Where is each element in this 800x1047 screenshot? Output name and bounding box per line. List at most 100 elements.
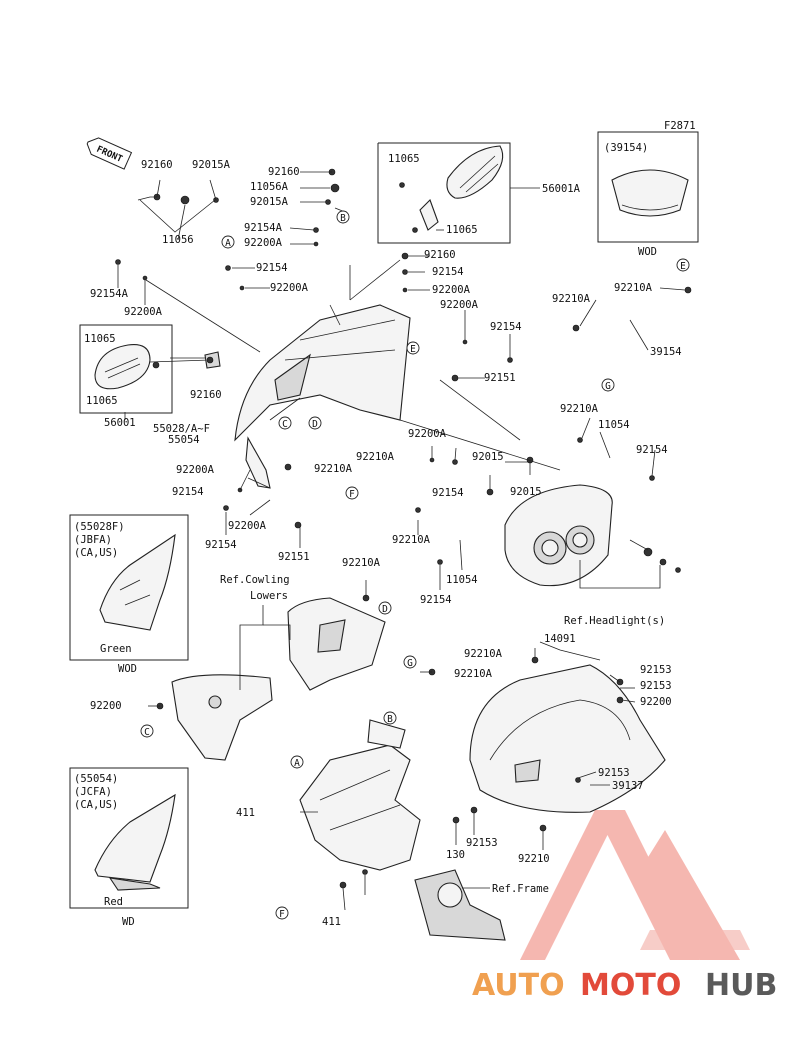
part-label: 92210A	[552, 293, 591, 305]
callout-c-label-2: C	[144, 727, 150, 738]
part-label: 11065	[388, 153, 420, 165]
part-label: 92200A	[440, 299, 479, 311]
part-label: 92153	[640, 680, 672, 692]
callout-g-label-2: G	[407, 658, 413, 669]
part-label: 92160	[190, 389, 222, 401]
part-label: 92210	[518, 853, 550, 865]
part-label: 92210A	[392, 534, 431, 546]
part-label: 56001A	[542, 183, 581, 195]
cowling-lower-right-part	[287, 597, 386, 691]
part-label: 11056	[162, 234, 194, 246]
headlight-part	[504, 484, 613, 587]
part-label: 92015A	[250, 196, 289, 208]
part-label: 92154	[636, 444, 668, 456]
part-label: 11065	[86, 395, 118, 407]
part-label: 92200A	[244, 237, 283, 249]
part-label: 55028/A~F	[153, 423, 210, 435]
callout-f-2: F	[275, 906, 289, 920]
part-label: 92151	[278, 551, 310, 563]
part-label: 92210A	[314, 463, 353, 475]
part-label: 92210A	[342, 557, 381, 569]
inset-red-spec2: (CA,US)	[74, 799, 118, 811]
part-label: 411	[322, 916, 341, 928]
part-label: 11054	[446, 574, 478, 586]
ref-frame-label: Ref.Frame	[492, 883, 549, 895]
upper-cowl-part	[234, 304, 411, 489]
watermark-m-mark-icon	[520, 810, 750, 960]
part-label: 92200A	[432, 284, 471, 296]
callout-b-label: B	[340, 213, 346, 224]
part-label: 92210A	[454, 668, 493, 680]
callout-e-label-2: E	[680, 261, 686, 272]
meter-cover-part	[469, 664, 666, 813]
callout-c-label: C	[282, 419, 288, 430]
mirror-left-group	[79, 324, 221, 414]
callout-b-2: B	[383, 711, 397, 725]
callout-b-label-2: B	[387, 714, 393, 725]
part-label: 92015A	[192, 159, 231, 171]
part-label: 92151	[484, 372, 516, 384]
part-label: 39154	[650, 346, 682, 358]
part-label: 92200A	[124, 306, 163, 318]
callout-f-label: F	[349, 489, 355, 500]
figure-code: F2871	[664, 120, 696, 132]
inset-green-color: Green	[100, 643, 132, 655]
fasteners	[115, 168, 692, 889]
inset-red-cowl: (55054) (JCFA) (CA,US) Red WD	[69, 767, 189, 928]
callout-a-2: A	[290, 755, 304, 769]
part-label: 92154	[420, 594, 452, 606]
callout-f-label-2: F	[279, 909, 285, 920]
inset-windshield-variant: WOD	[638, 246, 657, 258]
part-label: 92160	[268, 166, 300, 178]
part-label: 39137	[612, 780, 644, 792]
cowling-lower-left-part	[171, 674, 273, 761]
inset-green-spec2: (CA,US)	[74, 547, 118, 559]
windshield-part	[611, 169, 689, 217]
inset-windshield-code: (39154)	[604, 142, 648, 154]
part-label: 92210A	[356, 451, 395, 463]
watermark-logo: AUTO MOTO HUB	[472, 810, 777, 1003]
mirror-right-group	[377, 142, 511, 244]
part-label: 92154	[490, 321, 522, 333]
callout-f-1: F	[345, 486, 359, 500]
ref-headlights-label: Ref.Headlight(s)	[564, 615, 665, 627]
mirror-right-part	[446, 145, 504, 199]
part-label: 92200A	[270, 282, 309, 294]
part-label: 14091	[544, 633, 576, 645]
part-label: 92210A	[614, 282, 653, 294]
green-cowl-part	[99, 533, 176, 631]
callout-d-2: D	[378, 601, 392, 615]
callout-c-2: C	[140, 724, 154, 738]
part-label: 92154A	[244, 222, 283, 234]
inset-red-code: (55054)	[74, 773, 118, 785]
callout-b-1: B	[336, 210, 350, 224]
callout-a-label: A	[225, 238, 231, 249]
part-label: 92154	[172, 486, 204, 498]
callout-g-2: G	[403, 655, 417, 669]
part-label: 92200	[640, 696, 672, 708]
red-cowl-part	[94, 793, 176, 883]
callout-d-1: D	[308, 416, 322, 430]
part-label: 92200A	[176, 464, 215, 476]
part-label: 92154	[432, 266, 464, 278]
callout-e-2: E	[676, 258, 690, 272]
callout-a-1: A	[221, 235, 235, 249]
part-label: 92154	[205, 539, 237, 551]
callout-g-label: G	[605, 381, 611, 392]
inset-green-cowl: (55028F) (JBFA) (CA,US) Green WOD	[69, 514, 189, 675]
part-label: 92200A	[228, 520, 267, 532]
mirror-left-part	[94, 344, 151, 390]
callout-d-label: D	[312, 419, 318, 430]
part-label: 56001	[104, 417, 136, 429]
front-arrow-icon: FRONT	[86, 137, 133, 170]
inset-red-color: Red	[104, 896, 123, 908]
ref-cowling-lowers-label: Ref.Cowling	[220, 574, 290, 586]
part-label: 11065	[446, 224, 478, 236]
stay-bracket-part	[299, 719, 421, 871]
part-label: 11065	[84, 333, 116, 345]
watermark-text-auto: AUTO	[472, 968, 565, 1003]
inset-green-spec1: (JBFA)	[74, 534, 112, 546]
part-label: 92153	[598, 767, 630, 779]
part-label: 92200A	[408, 428, 447, 440]
